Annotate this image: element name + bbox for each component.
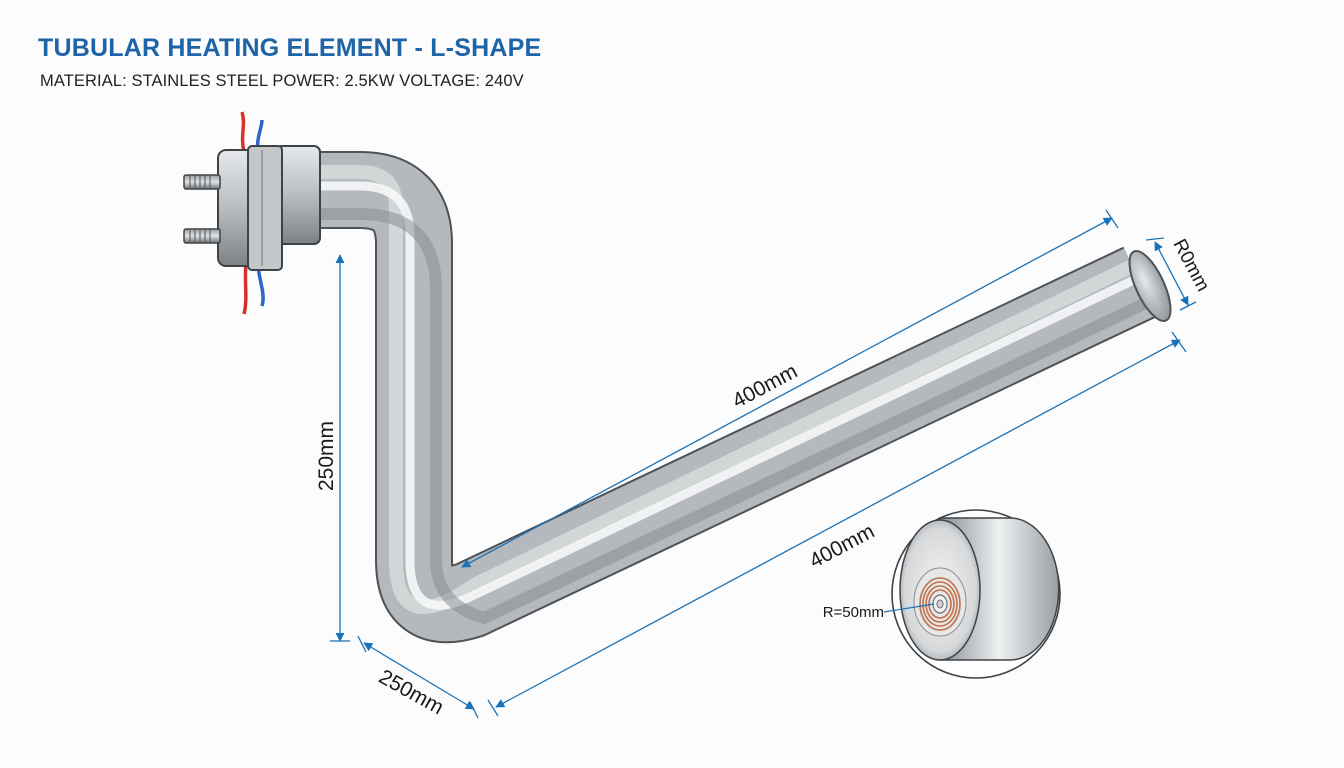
vertical-leg-label: 250mm: [315, 421, 338, 491]
tube-body: [300, 151, 1172, 644]
dimension-lines: [330, 209, 1197, 719]
detail-radius-label: R=50mm: [823, 604, 884, 621]
cross-section-icon: [883, 509, 1061, 679]
diagram-specs: MATERIAL: STAINLES STEEL POWER: 2.5KW VO…: [40, 72, 524, 90]
terminal-flange-icon: [217, 145, 321, 271]
diagram-title: TUBULAR HEATING ELEMENT - L-SHAPE: [38, 34, 542, 62]
lower-diagonal-label: 400mm: [806, 520, 879, 573]
end-diameter-label: R0mm: [1168, 236, 1213, 295]
bottom-leg-label: 250mm: [375, 665, 447, 719]
terminal-bolt-icon: [183, 174, 221, 244]
